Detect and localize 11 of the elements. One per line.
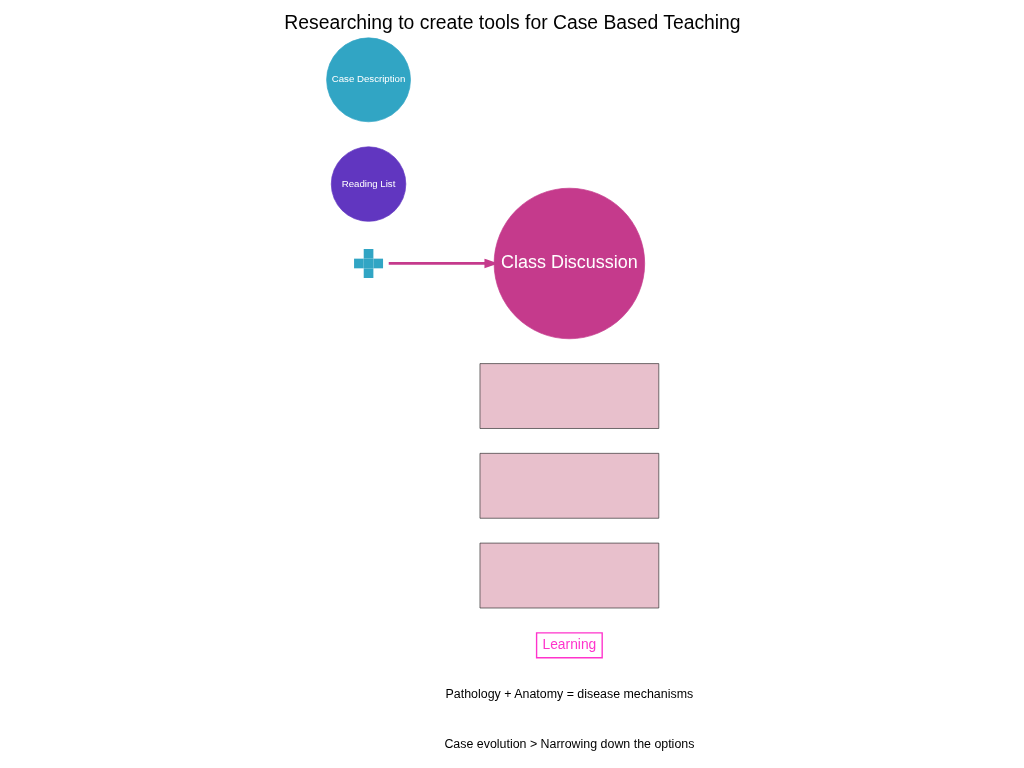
node-circle: Reading List (330, 146, 406, 222)
diagram-title: Researching to create tools for Case Based Teaching (283, 12, 741, 34)
node-circle: Class Discussion (493, 187, 645, 340)
label: Case evolution > Narrowing down the options (443, 736, 694, 751)
node-circle: Case Description (325, 37, 411, 123)
node-box: Learning (535, 632, 603, 659)
node-box (479, 453, 659, 519)
label: Pathology + Anatomy = disease mechanisms (445, 687, 693, 702)
arrow (388, 258, 498, 269)
node-box (479, 363, 659, 429)
node-box (479, 542, 659, 609)
